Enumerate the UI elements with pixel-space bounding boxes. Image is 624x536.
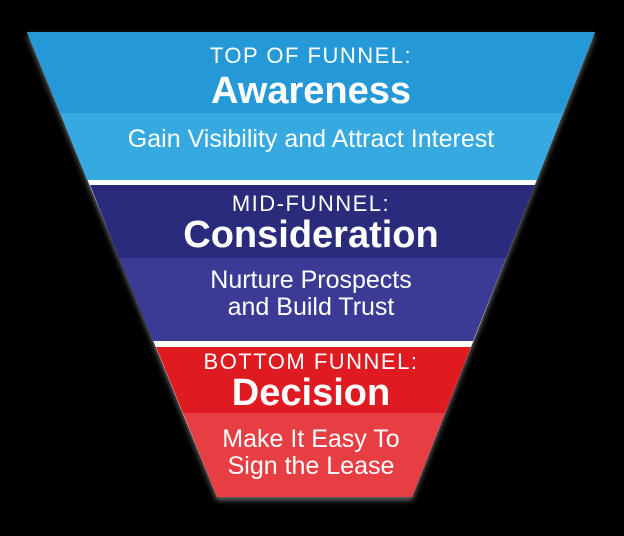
consideration-kicker: MID-FUNNEL:: [232, 191, 390, 216]
consideration-description-line1: Nurture Prospects: [210, 266, 411, 294]
decision-header-band: [156, 347, 471, 413]
funnel-section-consideration: MID-FUNNEL: Consideration Nurture Prospe…: [90, 185, 535, 341]
decision-title: Decision: [232, 372, 390, 414]
awareness-title: Awareness: [211, 70, 411, 112]
decision-description-line1: Make It Easy To: [222, 425, 399, 453]
awareness-body-band: [60, 113, 563, 180]
consideration-description-line2: and Build Trust: [228, 293, 395, 321]
consideration-title: Consideration: [183, 214, 438, 256]
consideration-body-band: [119, 258, 506, 341]
awareness-kicker: TOP OF FUNNEL:: [210, 43, 412, 68]
awareness-header-band: [27, 32, 595, 113]
decision-kicker: BOTTOM FUNNEL:: [204, 349, 419, 374]
decision-body-band: [183, 413, 445, 497]
decision-description-line2: Sign the Lease: [228, 452, 395, 480]
funnel-section-awareness: TOP OF FUNNEL: Awareness Gain Visibility…: [27, 32, 595, 180]
awareness-description: Gain Visibility and Attract Interest: [128, 125, 494, 153]
consideration-header-band: [90, 185, 535, 258]
funnel-section-decision: BOTTOM FUNNEL: Decision Make It Easy To …: [156, 347, 471, 497]
